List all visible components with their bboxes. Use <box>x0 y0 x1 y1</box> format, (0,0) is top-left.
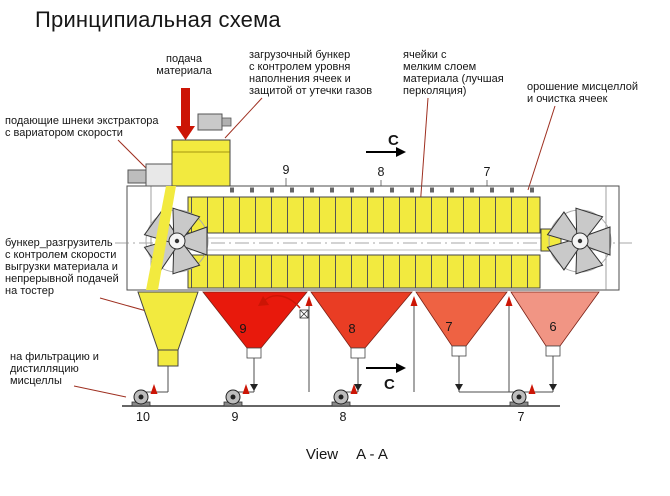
stage-number-top-9: 9 <box>283 163 290 177</box>
discharge-outlet <box>157 349 179 367</box>
recirculation-arrow-head <box>258 296 269 306</box>
label-cells: ячейки с мелким слоем материала (лучшая … <box>403 49 504 97</box>
leader-filtration <box>73 385 127 398</box>
feed-arrow <box>176 88 195 140</box>
funnel-stage-7 <box>415 291 508 347</box>
leader-cells <box>419 97 429 209</box>
view-label-suffix: A - A <box>356 446 388 463</box>
funnel-stage-8 <box>310 291 413 349</box>
pump-number-10: 10 <box>136 410 150 424</box>
label-feed-line2: материала <box>156 65 212 77</box>
leader-loading-hopper <box>224 97 263 139</box>
cell-band-top <box>187 196 541 234</box>
pump-7-up-arrow <box>528 384 536 394</box>
material-flow-stream <box>146 186 176 290</box>
flow-arrow-f7 <box>455 384 463 391</box>
pump-number-7: 7 <box>518 410 525 424</box>
flow-arrow-f6 <box>549 384 557 391</box>
label-filtration-line1: на фильтрацию и <box>10 351 99 363</box>
funnel-number-8: 8 <box>348 321 355 336</box>
label-feed-screws: подающие шнеки экстрактора с вариатором … <box>5 115 159 139</box>
label-feed-screws-line1: подающие шнеки экстрактора <box>5 115 159 127</box>
stage-number-top-7: 7 <box>484 165 491 179</box>
pump-number-9: 9 <box>232 410 239 424</box>
label-filtration-line3: мисцеллы <box>10 375 62 387</box>
valve-cross-2 <box>299 309 309 319</box>
stage-number-top-8: 8 <box>378 165 385 179</box>
label-loading-hopper: загрузочный бункер с контролем уровня на… <box>249 49 372 97</box>
hopper-motor-gearbox <box>221 117 232 127</box>
leader-discharge <box>99 297 151 313</box>
label-discharge-line5: на тостер <box>5 285 54 297</box>
label-irrigation-line1: орошение мисцеллой <box>527 81 638 93</box>
loading-hopper-assembly <box>127 88 232 290</box>
section-marker-bottom: C <box>366 363 406 393</box>
label-cells-line4: перколяция) <box>403 85 466 97</box>
leader-lines <box>73 97 556 398</box>
funnel-number-6: 6 <box>549 319 556 334</box>
loading-hopper <box>171 139 231 187</box>
label-feed: подача материала <box>156 53 212 77</box>
label-feed-line1: подача <box>166 53 203 65</box>
discharge-hopper <box>137 291 199 351</box>
label-filtration: на фильтрацию и дистилляцию мисцеллы <box>10 351 99 387</box>
spray-arrow-3 <box>505 296 513 306</box>
label-loading-hopper-line1: загрузочный бункер <box>249 49 350 61</box>
pump-9-up-arrow <box>242 384 250 394</box>
label-discharge-line4: непрерывной подачей <box>5 273 119 285</box>
feed-screw-motor <box>127 169 147 184</box>
funnel-9-outlet <box>246 347 262 359</box>
pump-8-up-arrow <box>350 384 358 394</box>
section-arrowhead-bottom <box>396 363 406 373</box>
section-letter-top: C <box>388 132 399 149</box>
view-label: View A - A <box>306 446 388 463</box>
hopper-motor <box>197 113 223 131</box>
pump-10-up-arrow <box>150 384 158 394</box>
label-loading-hopper-line3: наполнения ячеек и <box>249 73 351 85</box>
feed-screw-housing <box>145 163 173 187</box>
label-loading-hopper-line4: защитой от утечки газов <box>249 85 372 97</box>
label-discharge-line2: с контролем скорости <box>5 249 116 261</box>
section-marker-top: C <box>366 132 406 157</box>
flow-arrow-f8 <box>354 384 362 391</box>
miscella-funnels <box>202 291 600 359</box>
funnel-8-outlet <box>350 347 366 359</box>
label-loading-hopper-line2: с контролем уровня <box>249 61 350 73</box>
label-cells-line1: ячейки с <box>403 49 447 61</box>
label-discharge-hopper: бункер_разгрузитель с контролем скорости… <box>5 237 119 297</box>
section-arrowhead-top <box>396 147 406 157</box>
leader-irrigation <box>527 105 556 191</box>
label-cells-line2: мелким слоем <box>403 61 476 73</box>
funnel-7-outlet <box>451 345 467 357</box>
label-filtration-line2: дистилляцию <box>10 363 79 375</box>
section-letter-bottom: C <box>384 376 395 393</box>
extractor-body <box>115 185 632 291</box>
label-irrigation-line2: и очистка ячеек <box>527 93 608 105</box>
funnel-6-outlet <box>545 345 561 357</box>
label-cells-line3: материала (лучшая <box>403 73 504 85</box>
label-discharge-line1: бункер_разгрузитель <box>5 237 113 249</box>
label-irrigation: орошение мисцеллой и очистка ячеек <box>527 81 638 105</box>
view-label-prefix: View <box>306 446 338 463</box>
spray-arrow-2 <box>410 296 418 306</box>
cell-band-bottom <box>187 254 541 289</box>
pump-number-8: 8 <box>340 410 347 424</box>
flow-arrow-f9 <box>250 384 258 391</box>
spray-system <box>258 295 513 392</box>
discharge-hopper-assembly <box>137 291 199 367</box>
label-discharge-line3: выгрузки материала и <box>5 261 118 273</box>
label-feed-screws-line2: с вариатором скорости <box>5 127 123 139</box>
funnel-number-9: 9 <box>239 321 246 336</box>
bottom-piping <box>122 356 560 407</box>
funnel-number-7: 7 <box>445 319 452 334</box>
machine-frame <box>126 185 620 291</box>
spray-arrow-1 <box>305 296 313 306</box>
page-title: Принципиальная схема <box>35 7 281 32</box>
